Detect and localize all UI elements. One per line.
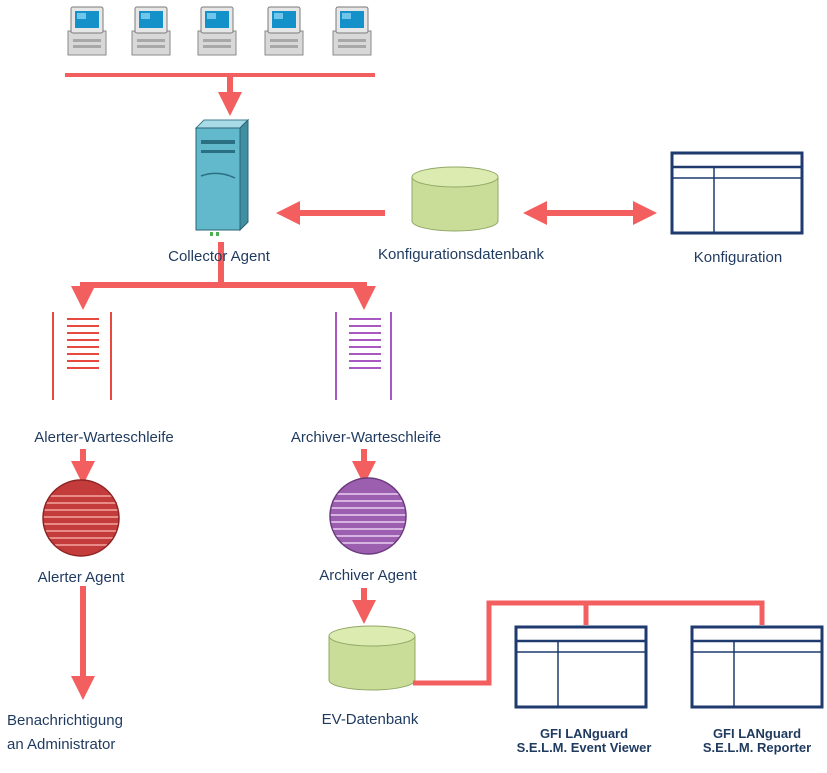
archiver-agent-sphere-icon	[329, 477, 407, 555]
workstation-icon	[332, 6, 372, 56]
alerter-queue-label: Alerter-Warteschleife	[34, 429, 174, 446]
config-database-icon	[411, 166, 499, 232]
workstation-icon	[67, 6, 107, 56]
konfiguration-label: Konfiguration	[693, 249, 783, 266]
alerter-agent-label: Alerter Agent	[37, 569, 125, 586]
archiver-queue-icon	[335, 312, 392, 400]
reporter-label: GFI LANguard S.E.L.M. Reporter	[702, 726, 812, 755]
collector-agent-label: Collector Agent	[168, 248, 270, 265]
ev-db-label: EV-Datenbank	[321, 711, 419, 728]
alerter-queue-icon	[52, 312, 112, 400]
notification-label-line2: an Administrator	[7, 736, 116, 753]
archiver-queue-label: Archiver-Warteschleife	[290, 429, 442, 446]
notification-label-line1: Benachrichtigung	[7, 712, 123, 729]
event-viewer-window-icon	[514, 625, 648, 709]
workstation-icon	[197, 6, 237, 56]
config-db-label: Konfigurationsdatenbank	[378, 246, 544, 263]
workstation-group	[67, 6, 372, 56]
event-viewer-label: GFI LANguard S.E.L.M. Event Viewer	[516, 726, 652, 755]
workstation-icon	[264, 6, 304, 56]
reporter-window-icon	[690, 625, 824, 709]
alerter-agent-sphere-icon	[42, 479, 120, 557]
konfiguration-window-icon	[670, 151, 804, 235]
connector-ev-db-to-tools	[413, 600, 765, 686]
archiver-agent-label: Archiver Agent	[319, 567, 417, 584]
server-tower-icon	[194, 118, 250, 236]
workstation-icon	[131, 6, 171, 56]
ev-database-icon	[328, 625, 416, 691]
